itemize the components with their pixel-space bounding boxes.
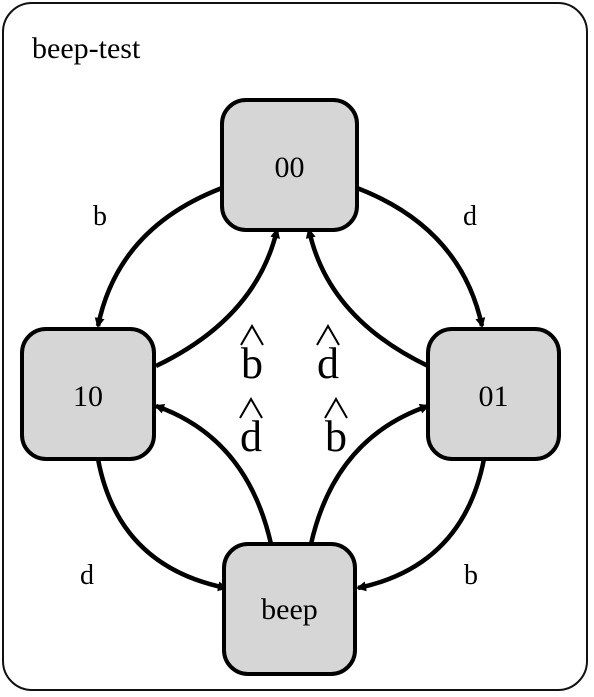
state-01: 01 [426, 327, 561, 461]
edge-beep-to-10 [154, 403, 274, 545]
hat-icon [316, 324, 340, 346]
state-beep-label: beep [261, 593, 318, 626]
hat-icon [239, 397, 263, 419]
inner-label-10-to-00: b [240, 324, 264, 388]
inner-label-beep-to-01-text: b [325, 412, 347, 461]
state-beep-box [222, 542, 357, 676]
edge-label-01-to-beep: b [464, 560, 478, 591]
edge-00-to-01 [356, 185, 486, 328]
diagram-title: beep-test [32, 32, 141, 65]
inner-label-beep-to-10: d [239, 397, 263, 461]
inner-label-01-to-00: d [316, 324, 340, 388]
state-10-box [20, 327, 156, 461]
inner-label-10-to-00-text: b [241, 339, 263, 388]
edge-01-to-beep [356, 458, 487, 592]
state-01-box [426, 327, 561, 461]
edge-10-to-00 [155, 228, 281, 369]
state-10: 10 [20, 327, 156, 461]
edge-label-00-to-01: d [463, 201, 477, 232]
hat-icon [240, 324, 264, 346]
inner-label-01-to-00-text: d [317, 339, 339, 388]
state-00-label: 00 [275, 151, 305, 184]
edges [94, 185, 487, 592]
edge-01-to-00 [305, 228, 429, 369]
edge-label-00-to-10: b [93, 201, 107, 232]
edge-10-to-beep [95, 458, 228, 592]
inner-label-beep-to-01: b [324, 397, 348, 461]
state-00: 00 [220, 98, 359, 232]
hat-icon [324, 397, 348, 419]
edge-beep-to-01 [308, 403, 430, 545]
state-beep: beep [222, 542, 357, 676]
state-01-label: 01 [479, 380, 509, 413]
inner-label-beep-to-10-text: d [240, 412, 262, 461]
edge-label-10-to-beep: d [80, 560, 94, 591]
state-00-box [220, 98, 359, 232]
edge-00-to-10 [94, 185, 223, 328]
state-10-label: 10 [73, 380, 103, 413]
